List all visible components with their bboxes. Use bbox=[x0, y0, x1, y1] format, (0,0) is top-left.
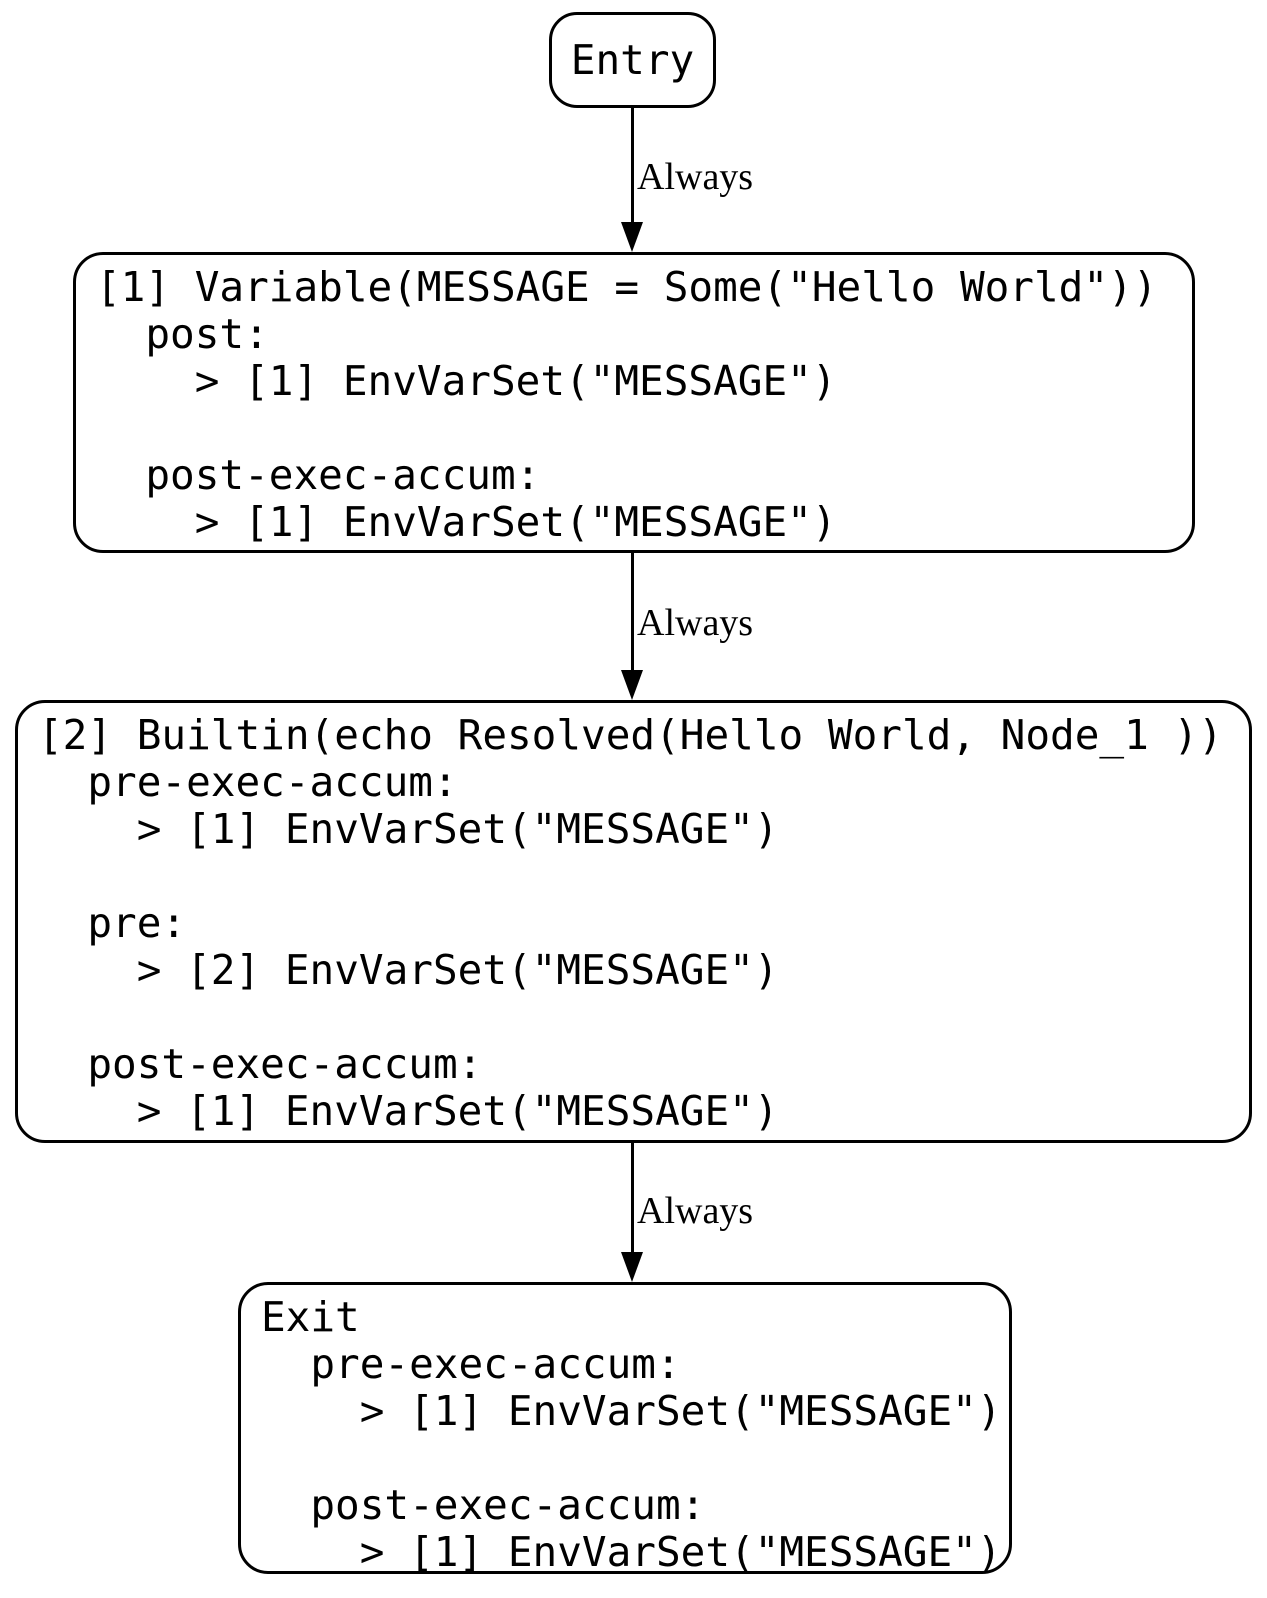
code-line: post-exec-accum: bbox=[96, 451, 541, 499]
code-line: [2] Builtin(echo Resolved(Hello World, N… bbox=[38, 711, 1223, 759]
node-variable-code: [1] Variable(MESSAGE = Some("Hello World… bbox=[76, 255, 1192, 546]
node-builtin-code: [2] Builtin(echo Resolved(Hello World, N… bbox=[18, 703, 1249, 1135]
code-line: Exit bbox=[261, 1293, 360, 1341]
node-exit-code: Exit pre-exec-accum: > [1] EnvVarSet("ME… bbox=[241, 1285, 1009, 1576]
code-line: > [2] EnvVarSet("MESSAGE") bbox=[38, 946, 779, 994]
entry-label: Entry bbox=[570, 36, 695, 84]
code-line: pre-exec-accum: bbox=[261, 1340, 681, 1388]
arrowhead-icon bbox=[621, 1252, 643, 1282]
code-line: > [1] EnvVarSet("MESSAGE") bbox=[38, 1087, 779, 1135]
edge-line-node2-to-exit bbox=[631, 1143, 634, 1254]
code-line: > [1] EnvVarSet("MESSAGE") bbox=[261, 1387, 1002, 1435]
node-builtin: [2] Builtin(echo Resolved(Hello World, N… bbox=[15, 700, 1252, 1143]
edge-label-always: Always bbox=[637, 602, 754, 644]
edge-line-node1-to-node2 bbox=[631, 553, 634, 672]
code-line: > [1] EnvVarSet("MESSAGE") bbox=[38, 805, 779, 853]
code-line: > [1] EnvVarSet("MESSAGE") bbox=[261, 1528, 1002, 1576]
node-variable: [1] Variable(MESSAGE = Some("Hello World… bbox=[73, 252, 1195, 553]
code-line: post: bbox=[96, 310, 269, 358]
edge-line-entry-to-node1 bbox=[631, 108, 634, 224]
code-line: > [1] EnvVarSet("MESSAGE") bbox=[96, 357, 837, 405]
edge-label-always: Always bbox=[637, 1190, 754, 1232]
code-line bbox=[38, 853, 1245, 900]
code-line: pre-exec-accum: bbox=[38, 758, 458, 806]
edge-label-always: Always bbox=[637, 156, 754, 198]
code-line: pre: bbox=[38, 899, 187, 947]
code-line bbox=[96, 405, 1188, 452]
code-line bbox=[261, 1435, 1005, 1482]
code-line: > [1] EnvVarSet("MESSAGE") bbox=[96, 498, 837, 546]
node-entry: Entry bbox=[549, 12, 716, 108]
code-line: post-exec-accum: bbox=[38, 1040, 483, 1088]
arrowhead-icon bbox=[621, 222, 643, 252]
code-line bbox=[38, 994, 1245, 1041]
code-line: post-exec-accum: bbox=[261, 1481, 706, 1529]
node-exit: Exit pre-exec-accum: > [1] EnvVarSet("ME… bbox=[238, 1282, 1012, 1576]
code-line: [1] Variable(MESSAGE = Some("Hello World… bbox=[96, 263, 1158, 311]
arrowhead-icon bbox=[621, 670, 643, 700]
